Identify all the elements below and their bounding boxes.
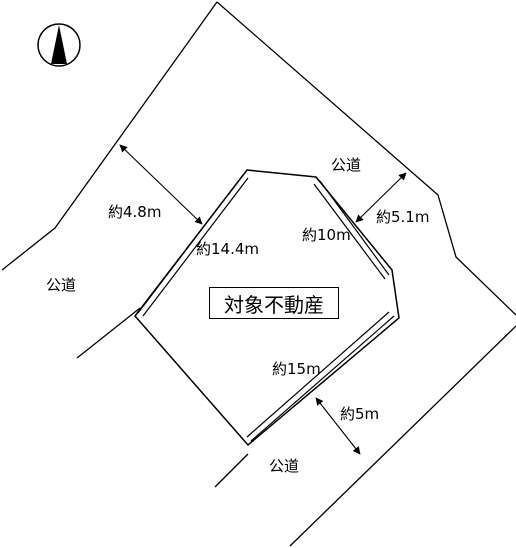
dimension-road-left: 約4.8m [108,203,162,221]
dimension-side-top-right: 約10m [302,226,351,244]
top-right-road-outer-edge [216,1,516,316]
bottom-road-outer-edge [289,325,516,547]
frontage-markers [137,174,395,442]
left-road-outer-edge [1,1,218,271]
road-label-bottom: 公道 [269,457,300,475]
arrow-right-road-width [355,172,407,223]
dimension-road-right: 約5.1m [376,208,430,226]
arrow-left-road-width [119,144,203,225]
dimension-arrows [119,144,407,455]
north-arrow-icon [37,23,81,67]
dimension-side-bottom: 約15m [272,360,321,378]
left-road-inner-edge [76,307,141,359]
dimension-road-bottom: 約5m [340,405,380,423]
road-label-top-right: 公道 [331,156,362,174]
dimension-side-left: 約14.4m [196,240,260,258]
bottom-road-inner-edge [214,453,249,488]
property-label: 対象不動産 [209,287,339,319]
arrow-bottom-road-width [315,397,361,455]
road-label-left: 公道 [46,276,77,294]
property-outline [134,169,400,447]
